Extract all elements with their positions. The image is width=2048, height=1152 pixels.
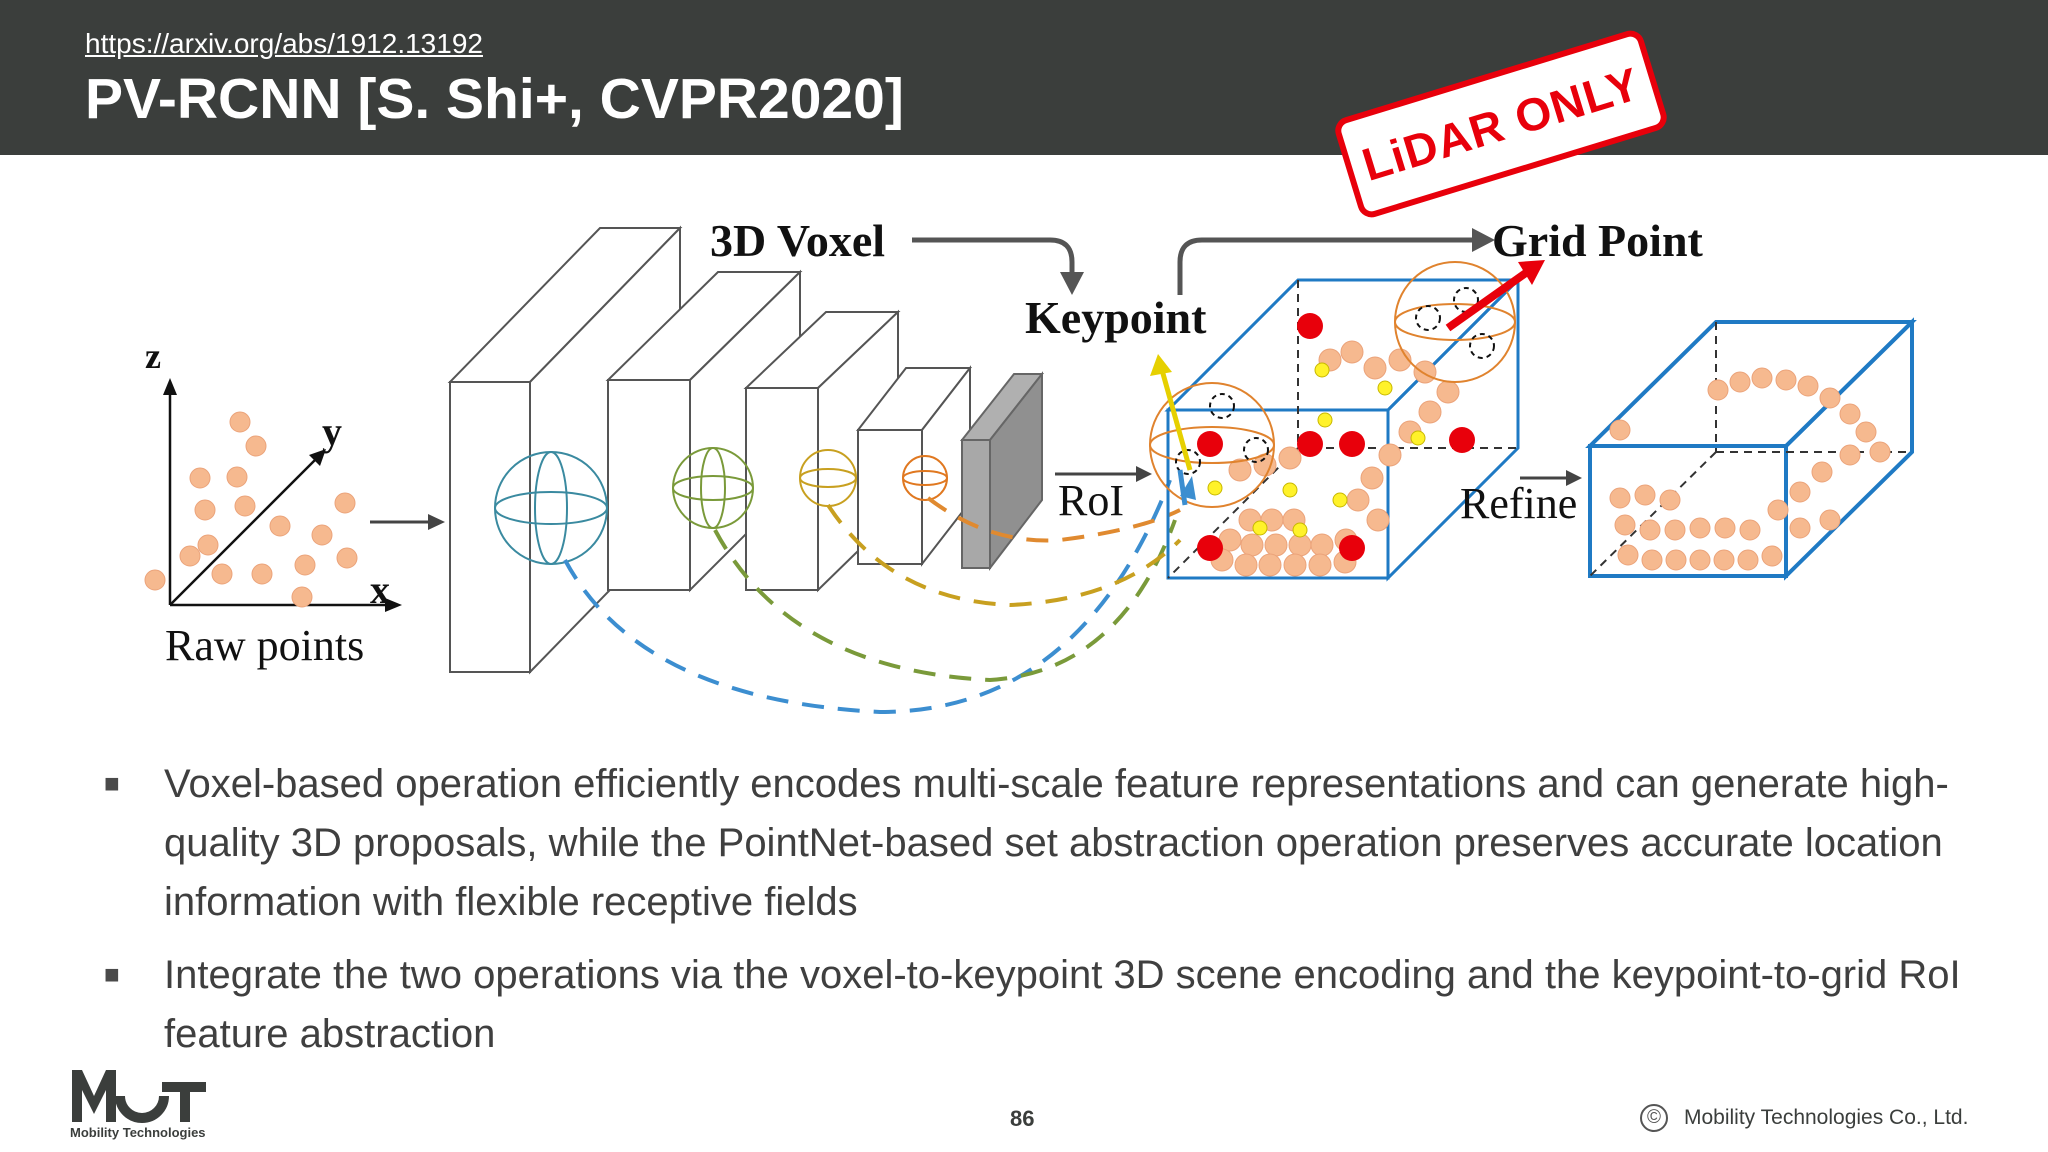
- axis-y-label: y: [322, 409, 342, 454]
- voxel-layer-5: [959, 371, 1045, 571]
- voxel-arrowhead: [1060, 272, 1084, 295]
- sphere-blue: [494, 451, 608, 565]
- bullet-text: Voxel-based operation efficiently encode…: [164, 762, 1949, 924]
- mot-logo-icon: [72, 1070, 206, 1123]
- logo-text: Mobility Technologies: [70, 1125, 206, 1140]
- bullet-list: ■ Voxel-based operation efficiently enco…: [104, 755, 1984, 1078]
- keypoints-yellow: [1207, 362, 1426, 538]
- refined-points: [1609, 367, 1891, 571]
- raw-points-label: Raw points: [165, 621, 364, 670]
- bullet-square-icon: ■: [104, 959, 120, 989]
- keypoint-arrow: [1159, 369, 1193, 471]
- sphere-green: [672, 447, 754, 529]
- grid-dashed-rings: [1175, 287, 1495, 475]
- axes: [168, 385, 395, 607]
- proposal-points: [1210, 340, 1460, 577]
- voxel-label: 3D Voxel: [710, 215, 885, 266]
- voxel-layer-4: [855, 365, 973, 567]
- bullet-square-icon: ■: [104, 768, 120, 798]
- pv-rcnn-diagram: z y x Raw points: [144, 215, 1917, 715]
- slide-title: PV-RCNN [S. Shi+, CVPR2020]: [85, 67, 904, 131]
- paper-link[interactable]: https://arxiv.org/abs/1912.13192: [85, 28, 483, 59]
- axis-x-label: x: [370, 567, 390, 612]
- bullet-text: Integrate the two operations via the vox…: [164, 953, 1961, 1056]
- list-item: ■ Voxel-based operation efficiently enco…: [104, 755, 1984, 932]
- page-number: 86: [1010, 1106, 1035, 1131]
- voxel-input-arrowhead: [428, 514, 445, 530]
- roi-sphere-left: [1149, 382, 1275, 508]
- roi-label: RoI: [1058, 476, 1124, 525]
- copyright-text: Mobility Technologies Co., Ltd.: [1684, 1106, 1969, 1129]
- roi-sphere-right: [1394, 261, 1516, 383]
- y-arrowhead: [309, 449, 326, 466]
- refine-label: Refine: [1460, 479, 1577, 528]
- list-item: ■ Integrate the two operations via the v…: [104, 946, 1984, 1064]
- roi-arrowhead: [1136, 466, 1152, 482]
- copyright-icon: ©: [1640, 1104, 1668, 1132]
- grid-arrowhead: [1472, 228, 1495, 252]
- keypoints-red: [1197, 313, 1475, 561]
- header-bar: https://arxiv.org/abs/1912.13192 PV-RCNN…: [0, 0, 2048, 155]
- proposal-hidden-edges: [1167, 280, 1518, 579]
- x-arrowhead: [385, 598, 402, 612]
- grid-point-label: Grid Point: [1492, 215, 1704, 266]
- dashed-links: [563, 479, 1182, 715]
- copyright: © Mobility Technologies Co., Ltd.: [1640, 1104, 1968, 1132]
- raw-points: [144, 411, 358, 608]
- axis-z-label: z: [145, 336, 161, 376]
- grid-red-arrow: [1445, 266, 1533, 332]
- z-arrowhead: [163, 378, 177, 395]
- sphere-orange: [902, 455, 948, 501]
- refined-hidden-edges: [1589, 322, 1912, 577]
- keypoint-label: Keypoint: [1025, 292, 1207, 343]
- refine-arrowhead: [1566, 470, 1582, 486]
